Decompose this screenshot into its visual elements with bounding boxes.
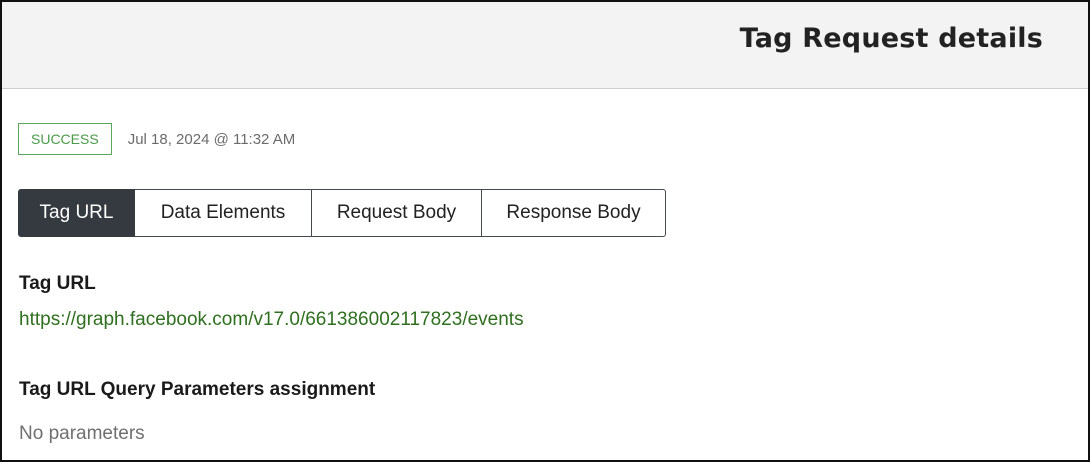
details-tabs: Tag URL Data Elements Request Body Respo…	[18, 189, 666, 237]
panel-header: Tag Request details	[2, 2, 1088, 89]
status-badge: SUCCESS	[18, 123, 112, 155]
tab-request-body[interactable]: Request Body	[312, 189, 482, 237]
page-title: Tag Request details	[739, 23, 1043, 54]
tab-response-body[interactable]: Response Body	[482, 189, 666, 237]
query-parameters-heading: Tag URL Query Parameters assignment	[19, 379, 376, 400]
status-row: SUCCESS Jul 18, 2024 @ 11:32 AM	[18, 123, 295, 155]
tag-url-heading: Tag URL	[19, 273, 96, 294]
request-timestamp: Jul 18, 2024 @ 11:32 AM	[127, 130, 296, 148]
tab-tag-url[interactable]: Tag URL	[18, 189, 135, 237]
tab-data-elements[interactable]: Data Elements	[135, 189, 312, 237]
tag-url-link[interactable]: https://graph.facebook.com/v17.0/6613860…	[19, 309, 524, 330]
no-parameters-text: No parameters	[19, 423, 145, 444]
